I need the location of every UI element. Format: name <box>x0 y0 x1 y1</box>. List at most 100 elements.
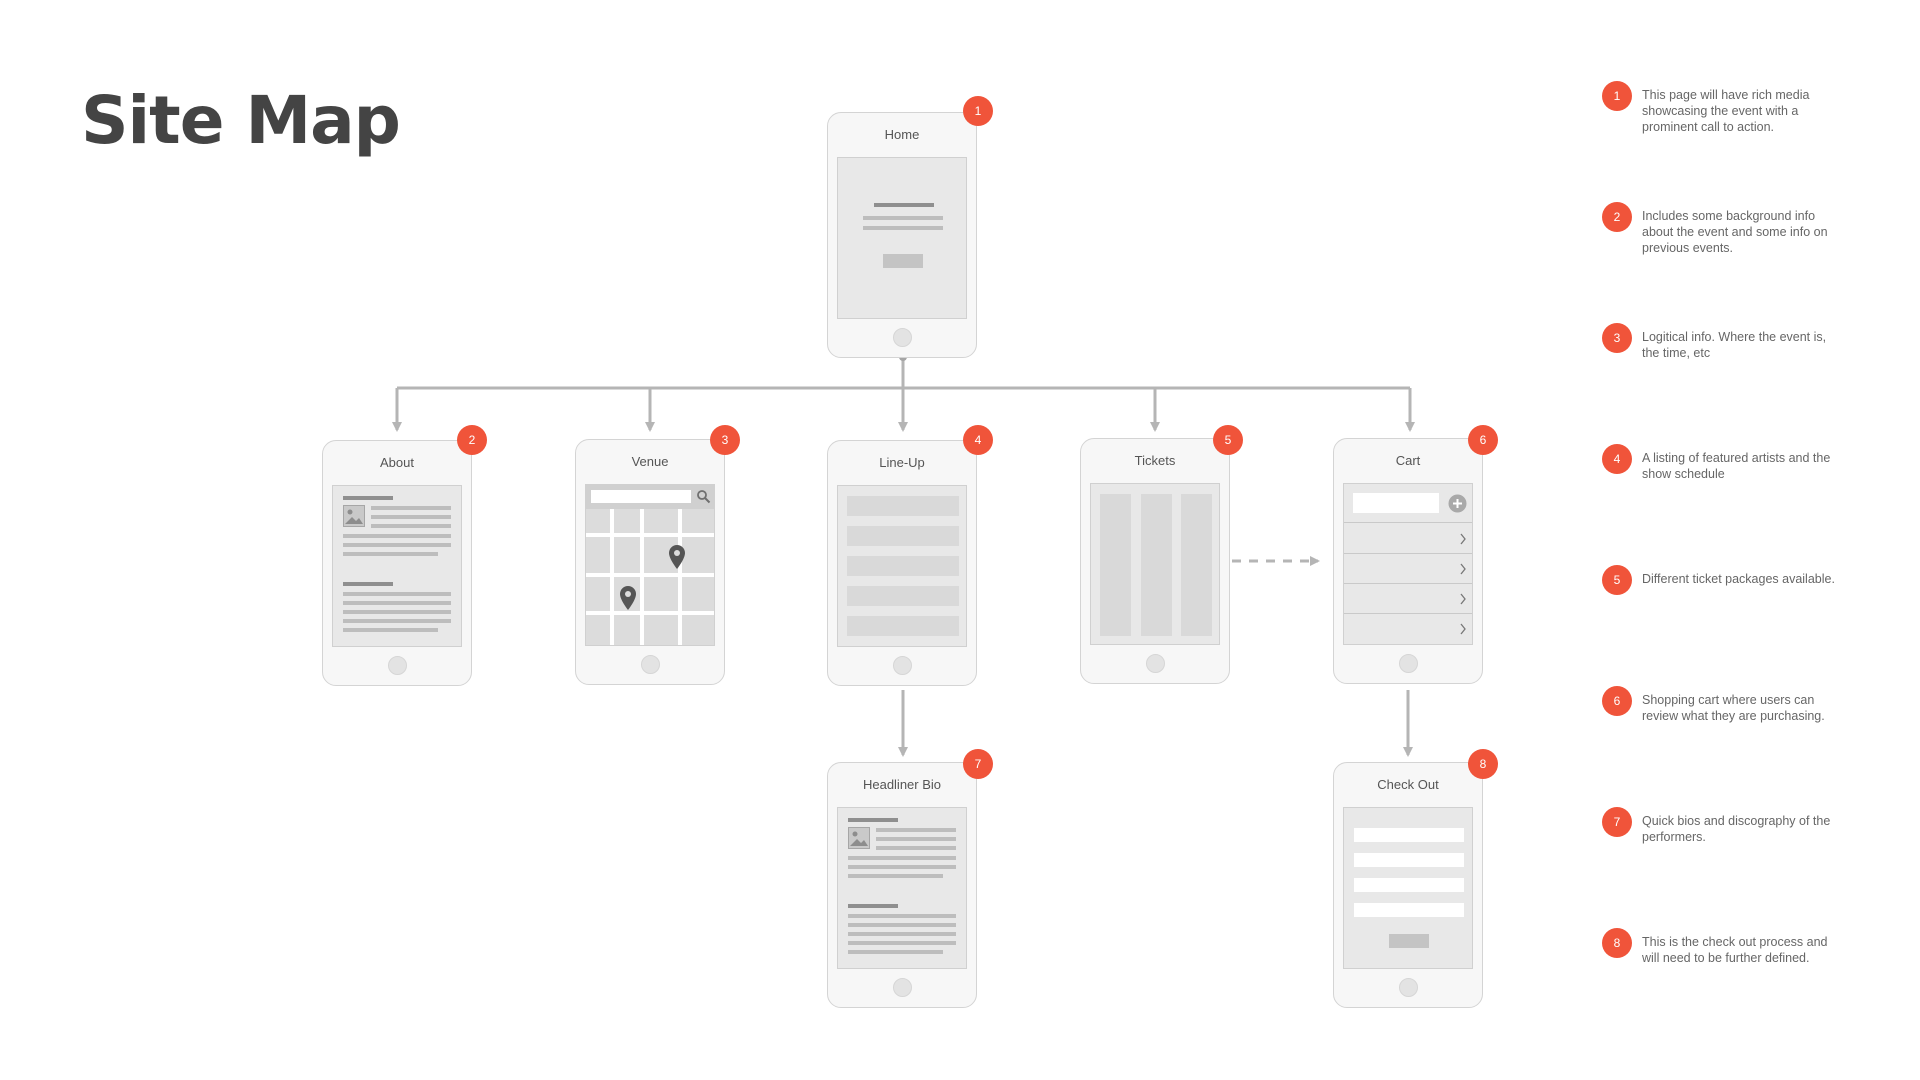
submit-button <box>1389 934 1429 948</box>
venue-map-screen <box>585 484 715 646</box>
text-line <box>343 601 451 605</box>
heading-line <box>343 582 393 586</box>
form-field <box>1354 853 1464 867</box>
heading-line <box>343 496 393 500</box>
ticket-column <box>1181 494 1212 636</box>
note-badge: 3 <box>1602 323 1632 353</box>
badge-8: 8 <box>1468 749 1498 779</box>
text-line <box>848 874 943 878</box>
text-line <box>863 216 943 220</box>
note-badge: 2 <box>1602 202 1632 232</box>
note-badge: 5 <box>1602 565 1632 595</box>
page-title: Site Map <box>81 82 401 159</box>
chevron-right-icon <box>1460 533 1466 545</box>
home-button <box>893 328 912 347</box>
badge-5: 5 <box>1213 425 1243 455</box>
map-pin-icon <box>620 586 636 610</box>
headline-line <box>874 203 934 207</box>
text-line <box>343 592 451 596</box>
phone-label: Venue <box>631 454 669 469</box>
plus-icon <box>1448 494 1467 513</box>
badge-7: 7 <box>963 749 993 779</box>
badge-6: 6 <box>1468 425 1498 455</box>
about-screen <box>332 485 462 647</box>
phone-label: Tickets <box>1134 453 1176 468</box>
home-button <box>1146 654 1165 673</box>
form-field <box>1354 903 1464 917</box>
home-button <box>893 978 912 997</box>
home-button <box>1399 654 1418 673</box>
phone-home: Home <box>827 112 977 358</box>
note-badge: 7 <box>1602 807 1632 837</box>
text-line <box>848 950 943 954</box>
phone-about: About <box>322 440 472 686</box>
note-text: This page will have rich media showcasin… <box>1642 88 1810 134</box>
text-line <box>343 628 438 632</box>
cart-screen <box>1343 483 1473 645</box>
badge-3: 3 <box>710 425 740 455</box>
chevron-right-icon <box>1460 593 1466 605</box>
text-line <box>371 524 451 528</box>
chevron-right-icon <box>1460 563 1466 575</box>
home-screen <box>837 157 967 319</box>
badge-4: 4 <box>963 425 993 455</box>
phone-tickets: Tickets <box>1080 438 1230 684</box>
tickets-screen <box>1090 483 1220 645</box>
home-button <box>1399 978 1418 997</box>
note-badge: 4 <box>1602 444 1632 474</box>
heading-line <box>848 904 898 908</box>
text-line <box>876 846 956 850</box>
phone-label: About <box>380 455 414 470</box>
note-text: Different ticket packages available. <box>1642 572 1835 586</box>
checkout-screen <box>1343 807 1473 969</box>
list-row <box>847 616 959 636</box>
text-line <box>343 619 451 623</box>
phone-label: Check Out <box>1377 777 1439 792</box>
text-line <box>343 610 451 614</box>
text-line <box>371 515 451 519</box>
text-line <box>876 828 956 832</box>
list-row <box>847 556 959 576</box>
ticket-column <box>1100 494 1131 636</box>
text-line <box>876 837 956 841</box>
image-icon <box>343 505 365 527</box>
cart-input <box>1353 493 1439 513</box>
note-badge: 6 <box>1602 686 1632 716</box>
note-badge: 8 <box>1602 928 1632 958</box>
badge-1: 1 <box>963 96 993 126</box>
heading-line <box>848 818 898 822</box>
text-line <box>848 865 956 869</box>
text-line <box>343 552 438 556</box>
list-row <box>847 526 959 546</box>
text-line <box>863 226 943 230</box>
text-line <box>343 534 451 538</box>
text-line <box>371 506 451 510</box>
phone-label: Cart <box>1395 453 1421 468</box>
chevron-right-icon <box>1460 623 1466 635</box>
form-field <box>1354 828 1464 842</box>
form-field <box>1354 878 1464 892</box>
text-line <box>343 543 451 547</box>
note-text: Shopping cart where users can review wha… <box>1642 693 1825 723</box>
search-field <box>591 490 691 503</box>
note-text: Includes some background info about the … <box>1642 209 1828 255</box>
phone-label: Line-Up <box>879 455 925 470</box>
text-line <box>848 914 956 918</box>
ticket-column <box>1141 494 1172 636</box>
note-text: This is the check out process and will n… <box>1642 935 1828 965</box>
phone-headliner-bio: Headliner Bio <box>827 762 977 1008</box>
cta-button <box>883 254 923 268</box>
phone-label: Headliner Bio <box>862 777 942 792</box>
text-line <box>848 932 956 936</box>
map-pin-icon <box>669 545 685 569</box>
lineup-screen <box>837 485 967 647</box>
phone-label: Home <box>884 127 920 142</box>
note-text: Logitical info. Where the event is, the … <box>1642 330 1827 360</box>
phone-check-out: Check Out <box>1333 762 1483 1008</box>
image-icon <box>848 827 870 849</box>
text-line <box>848 923 956 927</box>
search-icon <box>697 490 711 504</box>
home-button <box>388 656 407 675</box>
list-row <box>847 586 959 606</box>
